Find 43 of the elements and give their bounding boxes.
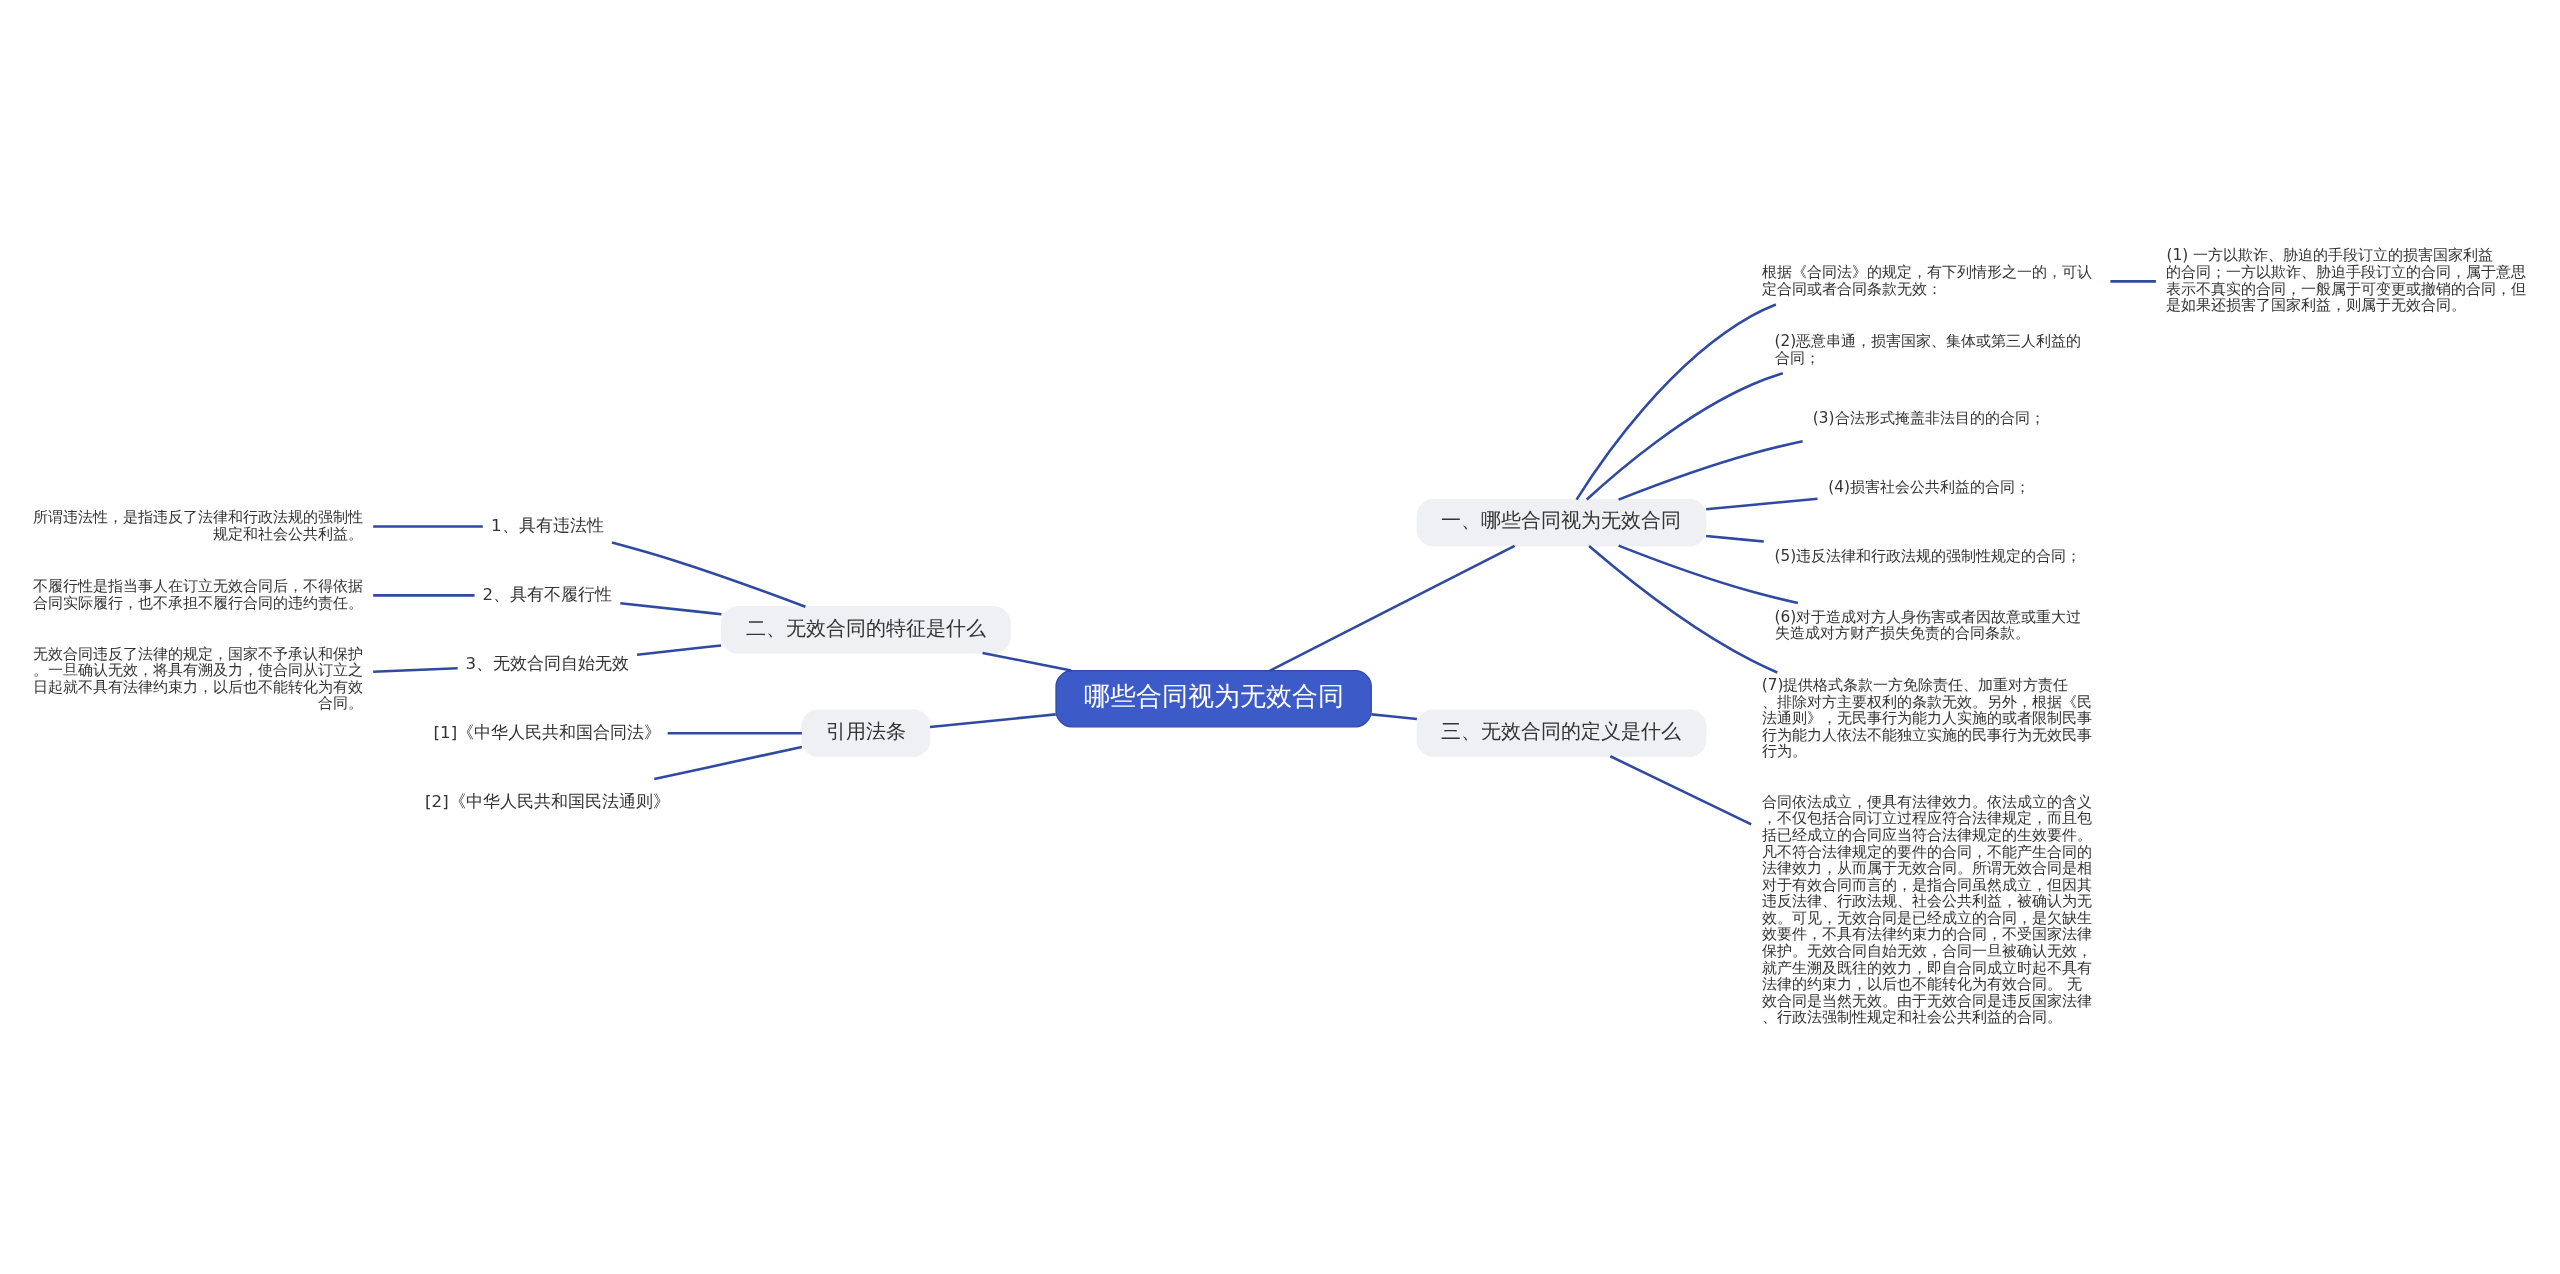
- node-box: 一、哪些合同视为无效合同: [1416, 498, 1707, 546]
- connector: [373, 524, 483, 528]
- node-box: 哪些合同视为无效合同: [1055, 669, 1372, 727]
- connector: [1269, 544, 1516, 672]
- connector: [1618, 439, 1803, 501]
- connector: [1706, 496, 1818, 510]
- connector: [929, 712, 1056, 728]
- node-box: 三、无效合同的定义是什么: [1416, 709, 1707, 757]
- node-text: 无效合同违反了法律的规定，国家不予承认和保护。一旦确认无效，将具有溯及力，使合同从订立之日起就不具有法律约束力，以后也不能转化为有效合同。: [32, 644, 363, 712]
- connector: [982, 651, 1072, 672]
- node-text: (6)对于造成对方人身伤害或者因故意或重大过失造成对方财产损失免责的合同条款。: [1774, 607, 2082, 642]
- connector: [373, 666, 458, 673]
- node-text: [2]《中华人民共和国民法通则》: [425, 790, 670, 810]
- node-text: 合同依法成立，便具有法律效力。依法成立的含义，不仅包括合同订立过程应符合法律规定，而且包括已经成立的合同应当符合法律规定的生效要件。凡不符合法律规定的要件的合同，不能产生合同的法律效力，从而属于无效合同。所谓无效合同是相对于有效合同而言的，是指合同虽然成立，但因其违反法律、行政法规、社会公共利益，被确认为无效。可见，无效合同是已经成立的合同，是欠缺生效要件，不具有法律约束力的合同，不受国家法律保护。无效合同自始无效，合同一旦被确认无效，就产生溯及既往的效力，即自合同成立时起不具有法律的约束力，以后也不能转化为有效合同。 无效合同是当然无效。由于无效合同是违反国家法律、行政法强制性规定和社会公共利益的合同。: [1761, 792, 2092, 1026]
- connector: [654, 745, 803, 780]
- node-text: 不履行性是指当事人在订立无效合同后，不得依据合同实际履行，也不承担不履行合同的违约责任。: [32, 576, 363, 612]
- node-text: 2、具有不履行性: [482, 584, 613, 604]
- connector: [611, 540, 806, 608]
- node-text: 所谓违法性，是指违反了法律和行政法规的强制性规定和社会公共利益。: [32, 507, 363, 543]
- connector: [1585, 371, 1784, 500]
- connector: [2110, 279, 2156, 283]
- node-text: (4)损害社会公共利益的合同；: [1828, 477, 2030, 496]
- connector: [636, 643, 722, 656]
- node-text: (2)恶意串通，损害国家、集体或第三人利益的合同；: [1774, 331, 2082, 367]
- connector: [373, 593, 475, 597]
- node-box: 引用法条: [801, 709, 931, 757]
- node-text: (5)违反法律和行政法规的强制性规定的合同；: [1774, 546, 2082, 565]
- connector: [1706, 534, 1764, 543]
- connector: [667, 731, 802, 734]
- node-text: 3、无效合同自始无效: [465, 653, 630, 673]
- connector: [1609, 754, 1752, 825]
- connector: [1618, 544, 1799, 604]
- connector: [1575, 302, 1777, 500]
- connector: [1371, 712, 1418, 720]
- node-text: (7)提供格式条款一方免除责任、加重对方责任、排除对方主要权利的条款无效。另外，根据《民法通则》，无民事行为能力人实施的或者限制民事行为能力人依法不能独立实施的民事行为无效民事行为。: [1761, 675, 2092, 760]
- node-text: 根据《合同法》的规定，有下列情形之一的，可认定合同或者合同条款无效：: [1761, 262, 2092, 298]
- node-text: 1、具有违法性: [491, 515, 604, 535]
- connector: [1588, 544, 1778, 674]
- node-text: [1]《中华人民共和国合同法》: [433, 722, 662, 742]
- node-text: (3)合法形式掩盖非法目的的合同；: [1812, 408, 2045, 427]
- connector: [620, 601, 722, 615]
- node-text: (1) 一方以欺诈、胁迫的手段订立的损害国家利益的合同；一方以欺诈、胁迫手段订立的合同，属于意思表示不真实的合同，一般属于可变更或撤销的合同，但是如果还损害了国家利益，则属于无效合同。: [2166, 245, 2527, 314]
- node-box: 二、无效合同的特征是什么: [720, 605, 1011, 653]
